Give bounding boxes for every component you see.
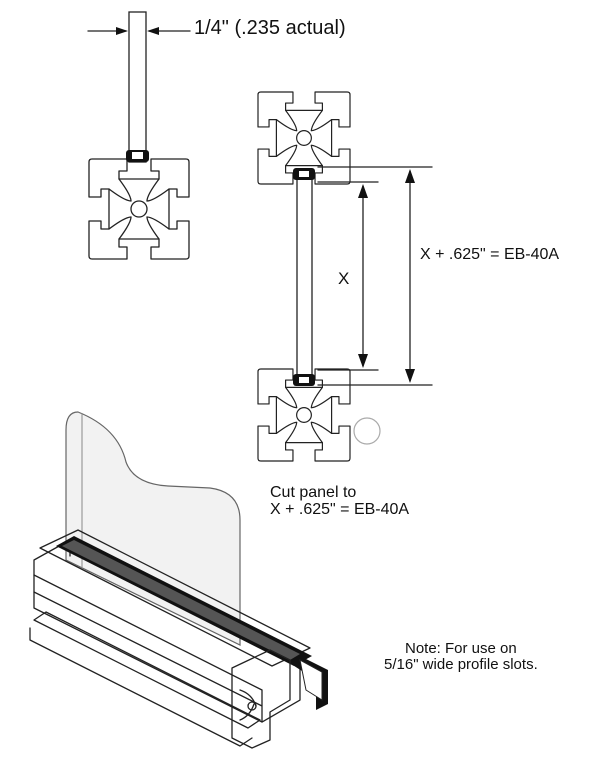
dimension-extensions [317, 166, 433, 386]
profile-top-left [88, 158, 190, 260]
panel-thickness-label: 1/4" (.235 actual) [194, 17, 346, 39]
x-plus-dimension-label: X + .625" = EB-40A [420, 246, 560, 263]
cut-panel-line1: Cut panel to [270, 484, 357, 501]
panel-thin-left [126, 11, 149, 163]
cut-panel-label: Cut panel to X + .625" = EB-40A [270, 484, 409, 519]
usage-note: Note: For use on 5/16" wide profile slot… [384, 640, 538, 674]
panel-thin-right [293, 168, 315, 386]
note-line2: 5/16" wide profile slots. [384, 656, 538, 674]
thickness-dimension [87, 27, 191, 35]
note-line1: Note: For use on [405, 640, 517, 657]
x-dimension-label: X [338, 269, 350, 288]
isometric-assembly [29, 411, 328, 749]
x-plus-dimension-arrow [405, 169, 415, 383]
x-dimension-arrow [358, 184, 368, 368]
cut-panel-line2: X + .625" = EB-40A [270, 501, 410, 519]
reference-circle [353, 417, 381, 445]
